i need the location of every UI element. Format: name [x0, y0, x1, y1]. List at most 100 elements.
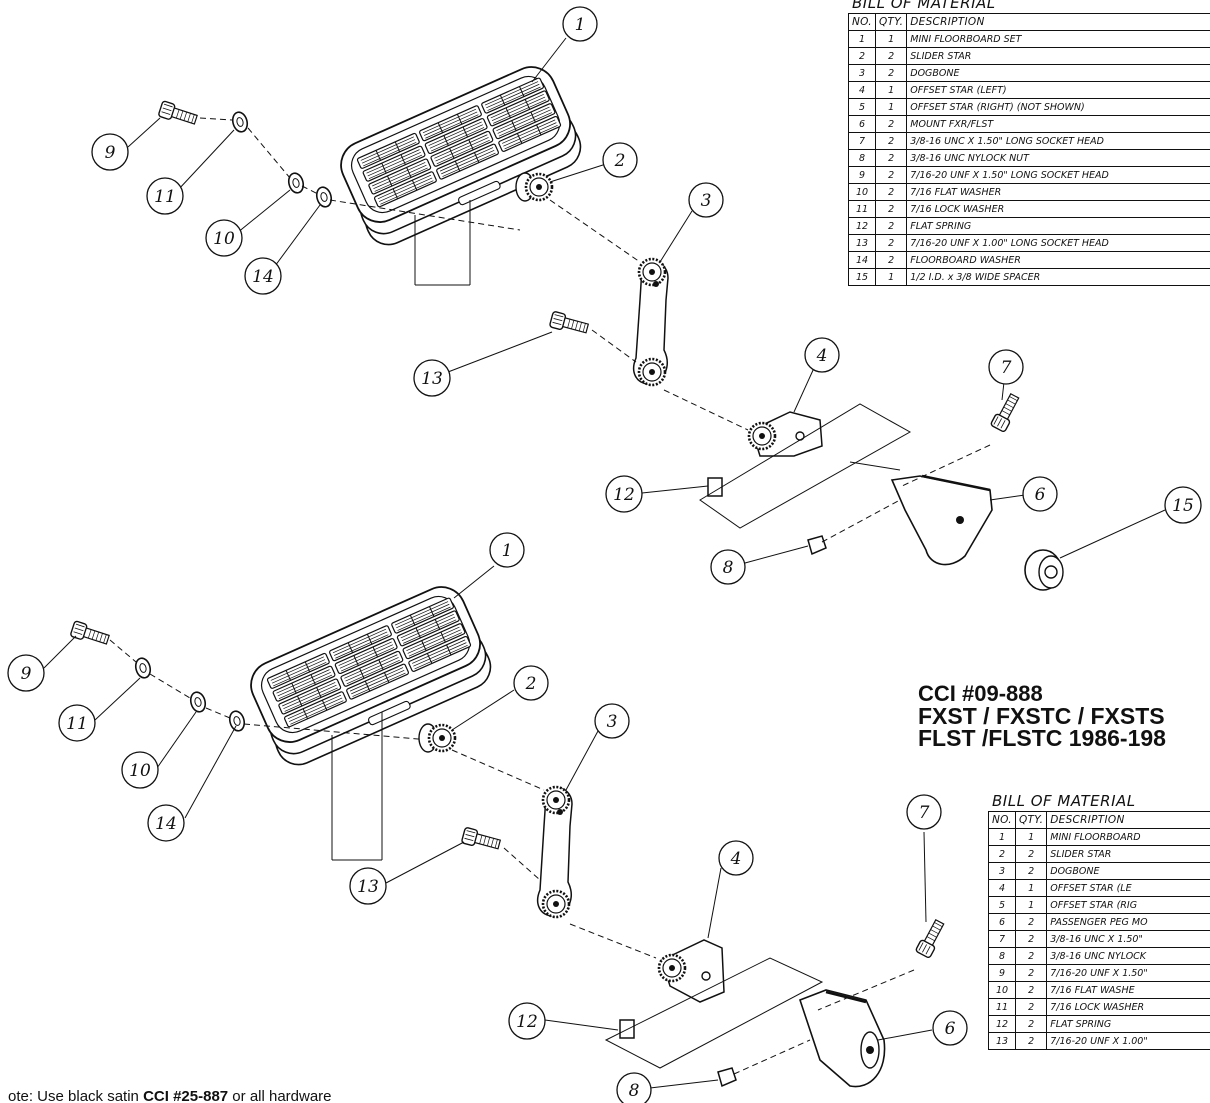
bom-title: BILL OF MATERIAL: [992, 792, 1136, 810]
bom-item-number: 13: [848, 234, 876, 252]
part-heading: CCI #09-888 FXST / FXSTC / FXSTS FLST /F…: [918, 683, 1166, 751]
bom-description: 7/16-20 UNF X 1.50" LONG SOCKET HEAD: [906, 166, 1210, 184]
bom-item-number: 12: [988, 1015, 1016, 1033]
callout-11: 11: [66, 714, 88, 734]
bom-item-number: 3: [848, 64, 876, 82]
hardware-note: ote: Use black satin CCI #25-887 or all …: [8, 1088, 332, 1103]
callout-13: 13: [357, 877, 379, 897]
model-line-1: FXST / FXSTC / FXSTS: [918, 703, 1165, 729]
bom-item-number: 3: [988, 862, 1016, 880]
floorboard-upper: [340, 66, 582, 246]
bom-description: 7/16-20 UNF X 1.50": [1046, 964, 1210, 982]
bom-item-number: 6: [848, 115, 876, 133]
bom-quantity: 1: [874, 268, 908, 286]
model-line-2: FLST /FLSTC 1986-198: [918, 725, 1166, 751]
leader-lines: [43, 37, 1166, 1089]
callout-1: 1: [502, 541, 513, 561]
callout-8: 8: [723, 558, 734, 578]
bom-quantity: 2: [1014, 1032, 1048, 1050]
bom-quantity: 2: [1014, 947, 1048, 965]
dogbone-lower: [536, 785, 573, 919]
bom-item-number: 4: [988, 879, 1016, 897]
bom-description: OFFSET STAR (RIGHT) (NOT SHOWN): [906, 98, 1210, 116]
bom-quantity: 2: [874, 200, 908, 218]
bom-description: 7/16 LOCK WASHER: [906, 200, 1210, 218]
bom-description: SLIDER STAR: [1046, 845, 1210, 863]
bom-description: MOUNT FXR/FLST: [906, 115, 1210, 133]
callout-1: 1: [575, 15, 586, 35]
callout-7: 7: [919, 803, 930, 823]
bom-quantity: 1: [874, 81, 908, 99]
bom-quantity: 2: [874, 149, 908, 167]
bom-quantity: 2: [874, 234, 908, 252]
bom-quantity: 2: [874, 183, 908, 201]
bom-item-number: 10: [848, 183, 876, 201]
spacer-15: [1024, 549, 1064, 591]
bom-item-number: 4: [848, 81, 876, 99]
bom-description: FLAT SPRING: [906, 217, 1210, 235]
bom-description: PASSENGER PEG MO: [1046, 913, 1210, 931]
bom-item-number: 8: [848, 149, 876, 167]
bom-item-number: 7: [988, 930, 1016, 948]
bom-description: 7/16 FLAT WASHE: [1046, 981, 1210, 999]
col-no: NO.: [848, 13, 876, 31]
bom-item-number: 9: [988, 964, 1016, 982]
bom-item-number: 7: [848, 132, 876, 150]
note-part-number: CCI #25-887: [143, 1088, 229, 1103]
col-qty: QTY.: [1014, 811, 1048, 829]
callout-10: 10: [213, 229, 235, 249]
bom-item-number: 1: [988, 828, 1016, 846]
bom-quantity: 2: [874, 251, 908, 269]
bom-description: MINI FLOORBOARD: [1046, 828, 1210, 846]
callout-12: 12: [516, 1012, 538, 1032]
callout-3: 3: [607, 712, 618, 732]
bom-item-number: 2: [988, 845, 1016, 863]
callout-9: 9: [21, 664, 32, 684]
note-suffix: or all hardware: [228, 1088, 332, 1103]
bom-quantity: 2: [1014, 930, 1048, 948]
bom-description: MINI FLOORBOARD SET: [906, 30, 1210, 48]
callout-3: 3: [701, 191, 712, 211]
callout-2: 2: [614, 151, 626, 171]
callout-4: 4: [730, 849, 742, 869]
callout-labels-bottom: 1 2 3 4 6 7 8 9 10 11 12 13 14: [21, 541, 956, 1101]
bom-item-number: 8: [988, 947, 1016, 965]
lower-assembly: [69, 586, 948, 1088]
callout-13: 13: [421, 369, 443, 389]
callout-12: 12: [613, 485, 635, 505]
bom-description: 7/16 LOCK WASHER: [1046, 998, 1210, 1016]
callout-14: 14: [155, 814, 177, 834]
bom-quantity: 1: [874, 98, 908, 116]
bom-quantity: 2: [1014, 913, 1048, 931]
bom-quantity: 2: [1014, 998, 1048, 1016]
bom-item-number: 9: [848, 166, 876, 184]
col-description: DESCRIPTION: [906, 13, 1210, 31]
bom-description: OFFSET STAR (LE: [1046, 879, 1210, 897]
callout-circles: [7, 6, 1202, 1103]
callout-14: 14: [252, 267, 274, 287]
bom-quantity: 2: [874, 64, 908, 82]
col-no: NO.: [988, 811, 1016, 829]
bom-item-number: 6: [988, 913, 1016, 931]
bom-description: 3/8-16 UNC X 1.50": [1046, 930, 1210, 948]
